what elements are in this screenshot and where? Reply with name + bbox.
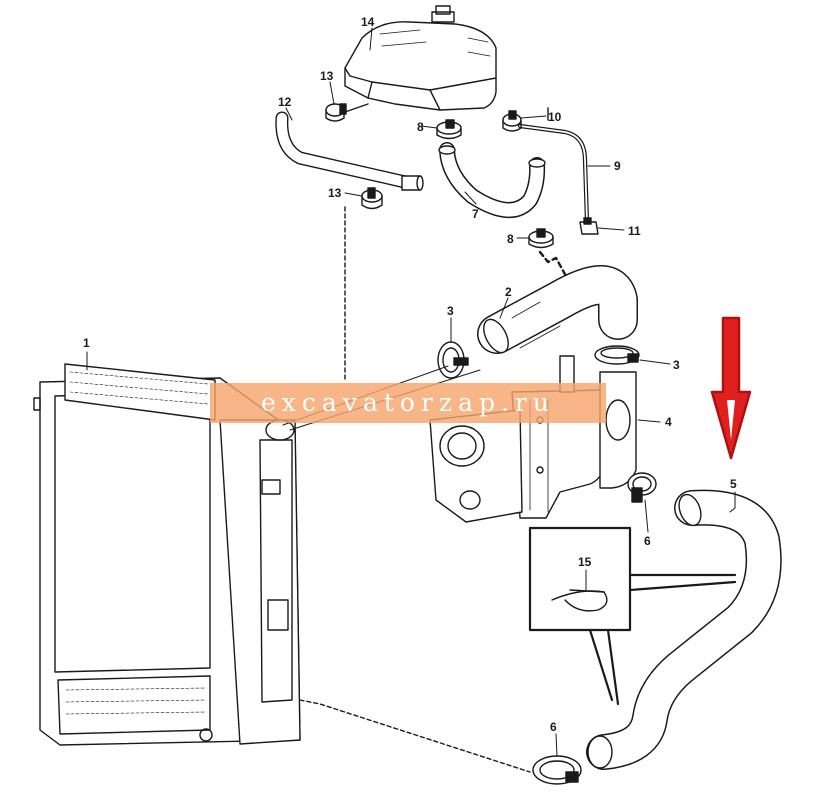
red-down-arrow-icon xyxy=(710,316,752,460)
label-6-upper: 6 xyxy=(644,534,651,548)
label-6-lower: 6 xyxy=(550,720,557,734)
label-2: 2 xyxy=(505,285,512,299)
clamp-11 xyxy=(579,217,599,235)
label-8-upper: 8 xyxy=(417,120,424,134)
clamp-10 xyxy=(502,110,522,132)
watermark-band xyxy=(210,383,606,423)
clamp-8-upper xyxy=(436,119,462,140)
radiator xyxy=(33,363,301,746)
label-11: 11 xyxy=(628,224,641,238)
clamp-8-lower xyxy=(528,228,554,249)
label-1: 1 xyxy=(83,336,90,350)
label-7: 7 xyxy=(472,207,479,221)
clip-15-callout xyxy=(528,526,737,706)
label-4: 4 xyxy=(665,415,672,429)
leader-lines xyxy=(86,27,736,757)
clamp-6-lower xyxy=(532,755,582,785)
clamp-6-upper xyxy=(627,472,657,503)
clamp-3-left xyxy=(437,341,469,379)
clamp-3-right xyxy=(594,345,640,365)
label-15: 15 xyxy=(578,555,592,569)
label-14: 14 xyxy=(361,15,375,29)
watermark-text: excavatorzap.ru xyxy=(261,388,555,417)
hose-5 xyxy=(586,489,782,770)
label-13-lower: 13 xyxy=(328,186,342,200)
label-5: 5 xyxy=(730,477,737,491)
expansion-tank xyxy=(344,5,497,111)
label-8-lower: 8 xyxy=(507,232,514,246)
thermostat-housing xyxy=(429,355,637,523)
hose-7 xyxy=(438,142,546,219)
label-9: 9 xyxy=(614,159,621,173)
part-labels: 1 2 3 3 4 5 6 6 7 8 8 9 10 11 12 13 13 1… xyxy=(83,15,737,734)
clamp-13-upper xyxy=(325,103,347,122)
hose-12 xyxy=(275,103,424,191)
pipe-9 xyxy=(517,107,590,225)
label-12: 12 xyxy=(278,95,292,109)
label-3-right: 3 xyxy=(673,358,680,372)
label-3-left: 3 xyxy=(447,304,454,318)
label-13-upper: 13 xyxy=(320,69,334,83)
label-10: 10 xyxy=(548,110,562,124)
clamp-13-lower xyxy=(361,187,383,210)
hose-2 xyxy=(477,265,638,354)
